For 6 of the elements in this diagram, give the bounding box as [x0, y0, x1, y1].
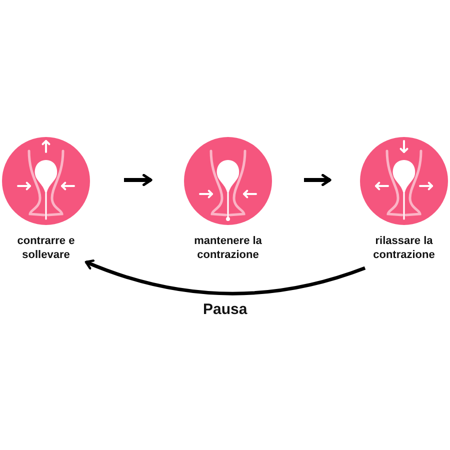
- step-label: rilassare la contrazione: [372, 234, 436, 262]
- step-label: contrarre e sollevare: [16, 234, 76, 262]
- step-label: mantenere la contrazione: [193, 234, 263, 262]
- arrow: [84, 259, 366, 296]
- arrow: [124, 174, 152, 186]
- arrow: [304, 174, 332, 186]
